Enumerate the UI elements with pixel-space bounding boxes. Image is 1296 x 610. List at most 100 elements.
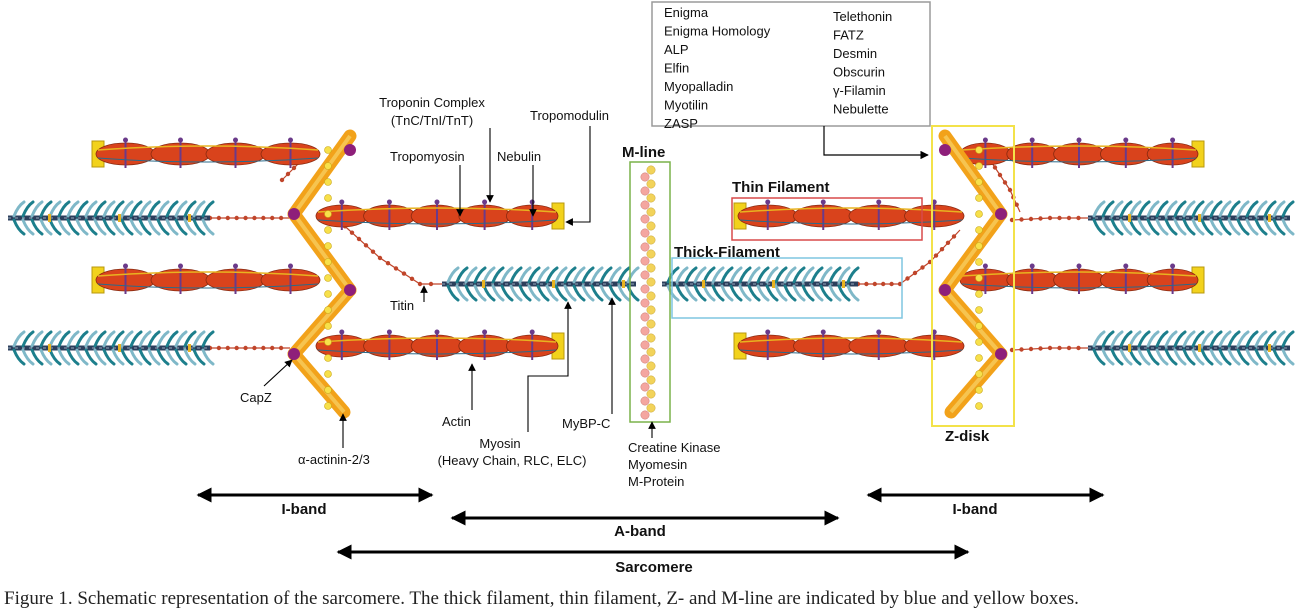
troponin-dot — [1076, 137, 1082, 143]
myosin-head — [1245, 348, 1259, 366]
z-disk-protein — [975, 162, 983, 170]
myosin-head — [626, 284, 640, 302]
titin-bead — [216, 345, 222, 351]
myosin-head — [1200, 218, 1214, 236]
alpha-actinin-highlight — [292, 288, 352, 356]
myosin-head — [93, 200, 107, 218]
z-disk-protein — [975, 306, 983, 314]
titin-label: Titin — [390, 298, 414, 313]
myosin-head — [174, 330, 188, 348]
myosin-head — [1263, 218, 1277, 236]
m-line-protein — [640, 298, 650, 308]
myosin-head — [1254, 200, 1268, 218]
thin-filament — [733, 329, 965, 360]
myosin-head — [1164, 348, 1178, 366]
troponin-dot — [529, 199, 535, 205]
titin-bead — [997, 172, 1003, 178]
myosin-head — [1218, 200, 1232, 218]
thin-filament — [733, 199, 965, 230]
m-line-protein — [640, 270, 650, 280]
z-disk-protein — [975, 210, 983, 218]
nebulin-strand — [739, 219, 963, 225]
myosin-head — [57, 200, 71, 218]
legend-item: Enigma Homology — [664, 24, 771, 39]
nebulin-strand — [317, 349, 557, 355]
titin-bead — [278, 345, 284, 351]
tropomyosin-label: Tropomyosin — [390, 149, 465, 164]
mybp-c-marker — [1198, 344, 1201, 352]
myosin-head — [1101, 200, 1115, 218]
myosin-head — [1146, 218, 1160, 236]
myosin-arrow — [527, 301, 572, 432]
z-disk-protein — [324, 370, 332, 378]
nebulin-strand — [317, 219, 557, 225]
myosin-head — [138, 218, 152, 236]
thin-filaments — [91, 137, 1205, 360]
myosin-head — [837, 284, 851, 302]
titin-bead — [417, 281, 423, 287]
titin-bead — [1019, 217, 1024, 222]
myosin-head — [1281, 330, 1295, 348]
myosin-head — [1245, 330, 1259, 348]
myosin-head — [39, 200, 53, 218]
titin-bead — [1019, 347, 1024, 352]
myosin-head — [156, 218, 170, 236]
myosin-head — [57, 218, 71, 236]
z-disk-protein — [975, 146, 983, 154]
titin-bead — [864, 281, 869, 287]
myosin-head — [464, 284, 478, 302]
alpha-actinin-label: α-actinin-2/3 — [298, 452, 370, 467]
capz-cap — [288, 348, 300, 360]
myosin-head — [183, 348, 197, 366]
myosin-head — [1155, 330, 1169, 348]
m-line-protein — [640, 256, 650, 266]
myosin-head — [1182, 348, 1196, 366]
myosin-head — [156, 348, 170, 366]
titin-bead — [279, 177, 285, 183]
thin-filament-box — [731, 197, 923, 241]
titin-bead — [992, 165, 998, 170]
myosin-head — [39, 218, 53, 236]
myosin-head — [828, 266, 842, 284]
myosin-head — [693, 284, 707, 302]
actin-label: Actin — [442, 414, 471, 429]
z-disk-protein — [975, 194, 983, 202]
z-disk-protein — [324, 290, 332, 298]
myosin-head — [455, 284, 469, 302]
myosin-head — [747, 266, 761, 284]
legend-item: γ-Filamin — [833, 83, 886, 98]
myosin-head — [111, 330, 125, 348]
thin-filament — [91, 137, 321, 168]
sarcomere-label: Sarcomere — [615, 559, 693, 576]
myosin-head — [1110, 348, 1124, 366]
m-line-protein — [646, 249, 656, 259]
myosin-head — [75, 200, 89, 218]
m-line-protein — [640, 228, 650, 238]
myosin-head — [1281, 200, 1295, 218]
myosin-head — [446, 266, 460, 284]
myosin-head — [738, 266, 752, 284]
troponin-dot — [434, 199, 440, 205]
i-band-left-label: I-band — [282, 501, 327, 518]
titin-bead — [349, 230, 355, 235]
myosin-head — [828, 284, 842, 302]
myosin-head — [1227, 200, 1241, 218]
thick-filament — [1088, 330, 1295, 366]
myosin-head — [608, 266, 622, 284]
myosin-head — [12, 348, 26, 366]
myosin-head — [545, 266, 559, 284]
titin-bead — [291, 165, 297, 171]
alpha-actinin-highlight — [949, 352, 1003, 414]
myosin-head — [1281, 218, 1295, 236]
z-disk-protein — [975, 338, 983, 346]
myosin-head — [1164, 330, 1178, 348]
myosin-head — [1200, 348, 1214, 366]
myosin-head — [801, 284, 815, 302]
myosin-head — [102, 348, 116, 366]
myosin-head — [774, 284, 788, 302]
myosin-head — [93, 348, 107, 366]
thick-filament — [1088, 200, 1295, 236]
m-line-structure — [640, 165, 656, 420]
tropomyosin-strand — [97, 145, 319, 151]
capz-cap — [939, 144, 951, 156]
